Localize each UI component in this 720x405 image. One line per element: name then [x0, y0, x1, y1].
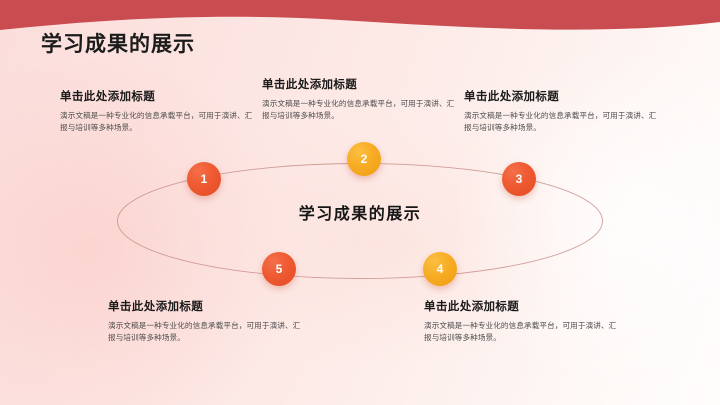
- text-block-3-body: 演示文稿是一种专业化的信息承载平台，可用于演讲、汇报与培训等多种场景。: [464, 111, 657, 133]
- text-block-5-title: 单击此处添加标题: [424, 301, 520, 313]
- text-block-4-title: 单击此处添加标题: [108, 301, 204, 313]
- text-block-4-body: 演示文稿是一种专业化的信息承载平台，可用于演讲、汇报与培训等多种场景。: [108, 321, 301, 343]
- text-block-1-body: 演示文稿是一种专业化的信息承载平台，可用于演讲、汇报与培训等多种场景。: [60, 111, 253, 133]
- text-block-4[interactable]: 单击此处添加标题 演示文稿是一种专业化的信息承载平台，可用于演讲、汇报与培训等多…: [108, 298, 306, 345]
- step-node-4-number: 4: [436, 262, 444, 276]
- text-block-2-body: 演示文稿是一种专业化的信息承载平台，可用于演讲、汇报与培训等多种场景。: [262, 99, 455, 121]
- text-block-2[interactable]: 单击此处添加标题 演示文稿是一种专业化的信息承载平台，可用于演讲、汇报与培训等多…: [262, 76, 460, 123]
- step-node-1-number: 1: [200, 172, 208, 186]
- text-block-1-title: 单击此处添加标题: [60, 91, 156, 103]
- step-node-2-number: 2: [360, 152, 368, 166]
- step-node-5[interactable]: 5: [262, 252, 296, 286]
- step-node-4[interactable]: 4: [423, 252, 457, 286]
- text-block-1[interactable]: 单击此处添加标题 演示文稿是一种专业化的信息承载平台，可用于演讲、汇报与培训等多…: [60, 88, 258, 135]
- center-label: 学习成果的展示: [298, 206, 422, 223]
- text-block-5-body: 演示文稿是一种专业化的信息承载平台，可用于演讲、汇报与培训等多种场景。: [424, 321, 617, 343]
- step-node-3[interactable]: 3: [502, 162, 536, 196]
- text-block-3[interactable]: 单击此处添加标题 演示文稿是一种专业化的信息承载平台，可用于演讲、汇报与培训等多…: [464, 88, 662, 135]
- text-block-3-title: 单击此处添加标题: [464, 91, 560, 103]
- page-title: 学习成果的展示: [41, 33, 195, 56]
- text-block-5[interactable]: 单击此处添加标题 演示文稿是一种专业化的信息承载平台，可用于演讲、汇报与培训等多…: [424, 298, 622, 345]
- step-node-2[interactable]: 2: [347, 142, 381, 176]
- text-block-2-title: 单击此处添加标题: [262, 79, 358, 91]
- step-node-1[interactable]: 1: [187, 162, 221, 196]
- step-node-3-number: 3: [515, 172, 523, 186]
- step-node-5-number: 5: [275, 262, 283, 276]
